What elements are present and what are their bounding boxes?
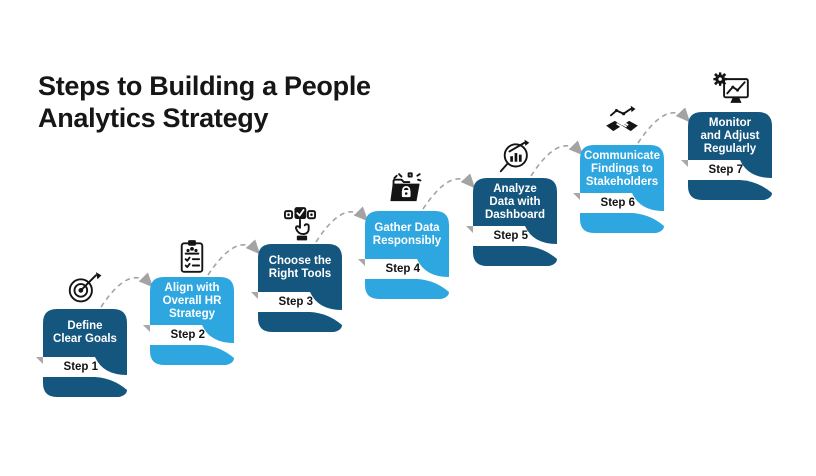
step-badge: Step 2 [170, 328, 206, 341]
arrow-connector-6 [637, 107, 691, 144]
step-label: Communicate Findings to Stakeholders [583, 149, 661, 188]
ribbon-fold [681, 160, 688, 167]
step-card-3: Choose the Right Tools Step 3 [251, 244, 342, 332]
target-arrow-icon [64, 269, 104, 307]
step-card-1: Define Clear Goals Step 1 [36, 309, 127, 397]
page-title: Steps to Building a People Analytics Str… [38, 70, 458, 134]
ribbon-fold [358, 259, 365, 266]
step-card-2: Align with Overall HR Strategy Step 2 [143, 277, 234, 365]
step-badge: Step 6 [600, 196, 636, 209]
ribbon-fold [251, 292, 258, 299]
step-label: Analyze Data with Dashboard [484, 182, 546, 221]
arrow-connector-2 [207, 239, 261, 276]
step-label: Gather Data Responsibly [372, 222, 442, 247]
magnifier-chart-icon [495, 138, 535, 176]
step-card-6: Communicate Findings to Stakeholders Ste… [573, 145, 664, 233]
page-title-line2: Analytics Strategy [38, 103, 269, 133]
ribbon-fold [466, 226, 473, 233]
step-label: Monitor and Adjust Regularly [700, 116, 760, 155]
page-title-line1: Steps to Building a People [38, 71, 371, 101]
checklist-team-icon [172, 237, 212, 275]
step-badge: Step 5 [493, 229, 529, 242]
step-badge: Step 7 [708, 163, 744, 176]
step-card-4: Gather Data Responsibly Step 4 [358, 211, 449, 299]
ribbon-fold [143, 325, 150, 332]
step-badge: Step 3 [278, 295, 314, 308]
arrow-connector-3 [315, 206, 369, 243]
arrow-connector-5 [530, 140, 584, 177]
step-badge: Step 1 [63, 360, 99, 373]
step-card-5: Analyze Data with Dashboard Step 5 [466, 178, 557, 266]
arrow-connector-4 [422, 173, 476, 210]
ribbon-fold [573, 193, 580, 200]
step-card-7: Monitor and Adjust Regularly Step 7 [681, 112, 772, 200]
step-label: Define Clear Goals [53, 320, 117, 345]
arrow-connector-1 [100, 272, 154, 308]
step-label: Align with Overall HR Strategy [162, 281, 222, 320]
monitor-gear-icon [712, 72, 752, 110]
step-label: Choose the Right Tools [268, 255, 332, 280]
handshake-growth-icon [602, 105, 642, 143]
secure-folder-icon [387, 171, 427, 209]
select-tools-icon [280, 204, 320, 242]
step-badge: Step 4 [385, 262, 421, 275]
ribbon-fold [36, 357, 43, 364]
